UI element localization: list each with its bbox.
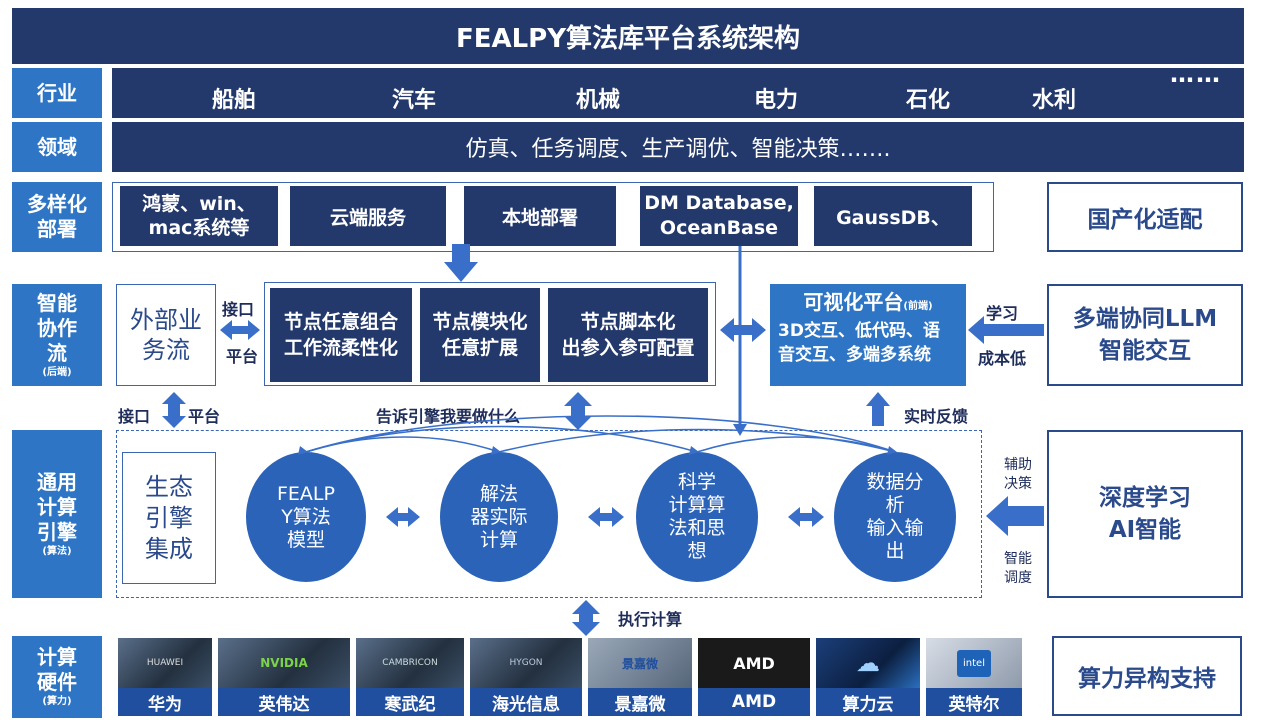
arrow-feedback-up xyxy=(866,392,890,426)
schedule-label: 智能调度 xyxy=(1004,551,1032,586)
hw-amd: AMD xyxy=(698,688,810,716)
arrow-external-iface xyxy=(220,320,260,340)
eco-engine-box: 生态引擎集成 xyxy=(122,452,216,584)
arrow-dl-engine xyxy=(986,496,1044,536)
node-combine: 节点任意组合工作流柔性化 xyxy=(270,288,412,382)
visual-platform-box: 可视化平台(前端) 3D交互、低代码、语 音交互、多端多系统 xyxy=(770,284,966,386)
circle-sci-compute: 科学计算算法和思想 xyxy=(636,452,758,582)
chip-image-cloud: ☁ xyxy=(816,638,920,688)
chip-image-nvidia: NVIDIA xyxy=(218,638,350,688)
node-script: 节点脚本化出参入参可配置 xyxy=(548,288,708,382)
industry-item: 船舶 xyxy=(212,88,257,113)
hw-nvidia: 英伟达 xyxy=(218,688,350,716)
deploy-frame xyxy=(112,182,994,252)
hw-cambricon: 寒武纪 xyxy=(356,688,464,716)
chip-image-amd: AMD xyxy=(698,638,810,688)
more-ellipsis: …… xyxy=(1170,60,1222,88)
hw-intel: 英特尔 xyxy=(926,688,1022,716)
deploy-item-db: DM Database,OceanBase xyxy=(640,186,798,246)
arrow-iface-vertical xyxy=(162,392,186,428)
industry-label: 行业 xyxy=(12,68,102,118)
domestic-adaptation-box: 国产化适配 xyxy=(1047,182,1243,252)
deploy-item-gauss: GaussDB、 xyxy=(814,186,972,246)
domain-text: 仿真、任务调度、生产调优、智能决策……. xyxy=(465,137,891,162)
learn-label: 学习 xyxy=(986,304,1019,323)
hw-hygon: 海光信息 xyxy=(470,688,582,716)
industry-item: 石化 xyxy=(906,88,951,113)
platform-label: 平台 xyxy=(188,407,221,426)
nodes-frame xyxy=(264,282,716,386)
hw-jingjiawei: 景嘉微 xyxy=(588,688,692,716)
heterogeneous-compute-box: 算力异构支持 xyxy=(1052,636,1242,716)
tell-engine-label: 告诉引擎我要做什么 xyxy=(376,407,521,426)
iface-label: 接口 xyxy=(118,407,151,426)
feedback-label: 实时反馈 xyxy=(904,407,969,426)
iface-bottom-label: 平台 xyxy=(226,347,259,366)
hardware-label: 计算硬件(算力) xyxy=(12,636,102,718)
domain-label: 领域 xyxy=(12,122,102,172)
workflow-label: 智能协作流(后端) xyxy=(12,284,102,386)
deploy-item-os: 鸿蒙、win、mac系统等 xyxy=(120,186,278,246)
chip-image-jingjiawei: 景嘉微 xyxy=(588,638,692,688)
lowcost-label: 成本低 xyxy=(978,349,1027,368)
iface-top-label: 接口 xyxy=(222,300,255,319)
chip-image-hygon: HYGON xyxy=(470,638,582,688)
title-bar: FEALPY算法库平台系统架构 xyxy=(12,8,1244,64)
external-workflow-box: 外部业务流 xyxy=(116,284,216,386)
arrow-exec-vertical xyxy=(572,600,600,636)
circle-data-analysis: 数据分析输入输出 xyxy=(834,452,956,582)
chip-image-cambricon: CAMBRICON xyxy=(356,638,464,688)
arrow-nodes-viz xyxy=(720,318,766,342)
chip-image-huawei: HUAWEI xyxy=(118,638,212,688)
deploy-item-local: 本地部署 xyxy=(464,186,616,246)
circle-solver: 解法器实际计算 xyxy=(440,452,558,582)
assist-label: 辅助决策 xyxy=(1004,457,1032,492)
deploy-item-cloud: 云端服务 xyxy=(290,186,446,246)
hw-cloud: 算力云 xyxy=(816,688,920,716)
deploy-label: 多样化部署 xyxy=(12,182,102,252)
exec-label: 执行计算 xyxy=(618,610,683,629)
industry-item: 电力 xyxy=(754,88,799,113)
industry-item: 水利 xyxy=(1032,88,1077,113)
arrow-tell-vertical xyxy=(564,392,592,430)
industry-item: 汽车 xyxy=(392,88,437,113)
industry-bar: 船舶 汽车 机械 电力 石化 水利 …… xyxy=(112,60,1244,118)
chip-image-intel: intel xyxy=(926,638,1022,688)
domain-bar: 仿真、任务调度、生产调优、智能决策……. xyxy=(112,122,1244,172)
industry-item: 机械 xyxy=(576,88,621,113)
page-title: FEALPY算法库平台系统架构 xyxy=(455,23,801,54)
engine-label: 通用计算引擎(算法) xyxy=(12,430,102,598)
node-modular: 节点模块化任意扩展 xyxy=(420,288,540,382)
hw-huawei: 华为 xyxy=(118,688,212,716)
